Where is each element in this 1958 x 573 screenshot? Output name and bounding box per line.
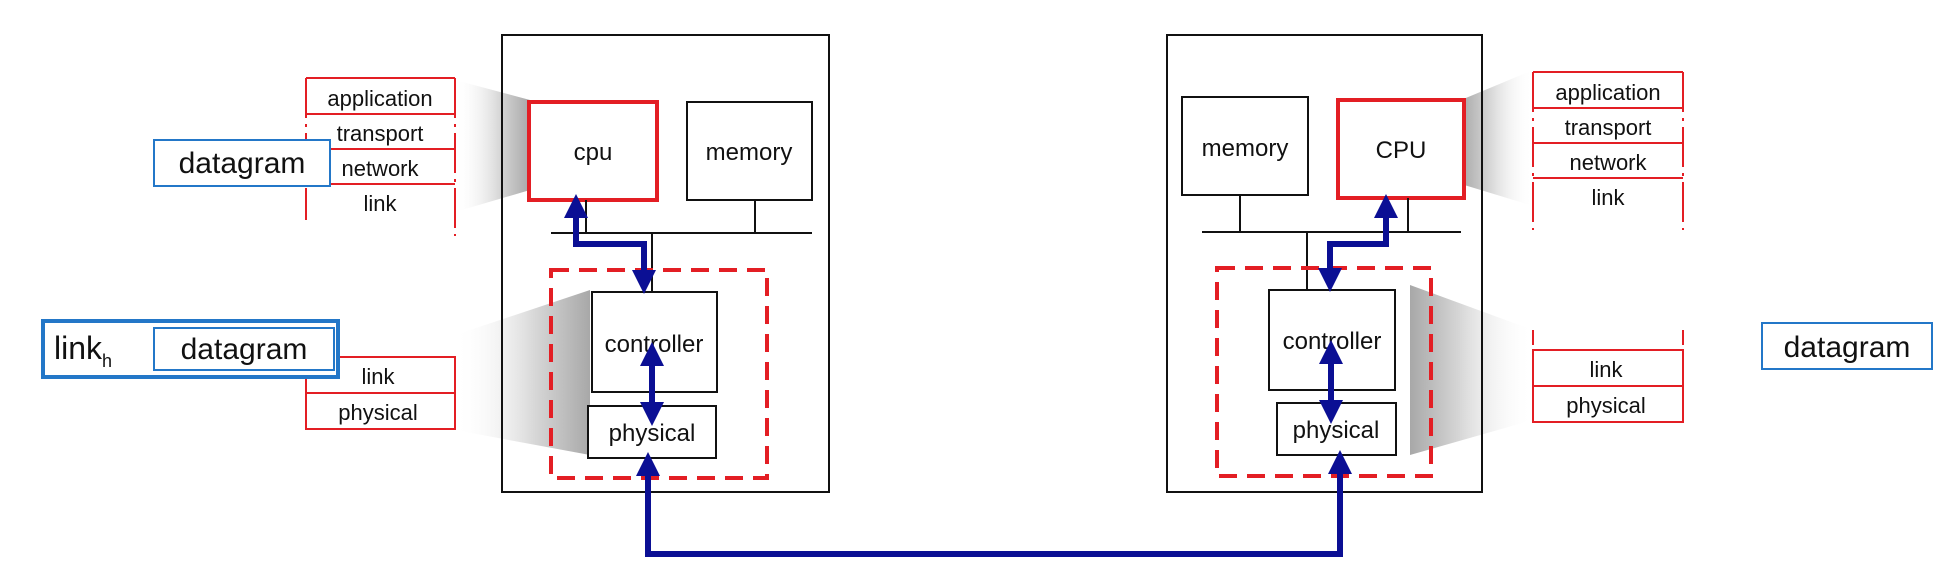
left-stack-transport: transport [337, 121, 424, 146]
right-datagram-box [1761, 322, 1933, 370]
right-host-chassis [1166, 34, 1483, 493]
right-datagram-label: datagram [1784, 331, 1911, 364]
left-cpu-label: cpu [574, 139, 613, 166]
left-upper-stack: application transport network link [305, 77, 456, 236]
left-memory-label: memory [706, 139, 793, 166]
left-cpu-controller-arrow [564, 194, 656, 294]
right-host: memory CPU controller physical applicati… [1166, 34, 1933, 493]
right-upper-projection [1461, 70, 1533, 206]
left-lower-projection [455, 290, 590, 455]
right-cpu-box [1336, 98, 1466, 200]
right-lower-link: link [1589, 357, 1623, 382]
physical-link-arrow [636, 450, 1352, 557]
left-host-chassis [501, 34, 830, 493]
left-lower-stack: link physical [305, 356, 456, 430]
right-nic-boundary [1215, 266, 1433, 478]
right-controller-label: controller [1283, 328, 1382, 355]
left-frame-header: linkh [54, 330, 112, 371]
right-lower-stack: link physical [1532, 330, 1684, 423]
right-cpu-controller-arrow [1318, 194, 1398, 292]
left-datagram-label: datagram [179, 147, 306, 180]
left-physical-label: physical [609, 420, 696, 447]
right-physical-label: physical [1293, 417, 1380, 444]
right-memory-label: memory [1202, 135, 1289, 162]
left-nic-boundary [549, 268, 769, 480]
left-lower-link: link [361, 364, 395, 389]
left-memory-box [686, 101, 813, 201]
left-stack-network: network [341, 156, 419, 181]
left-stack-application: application [327, 86, 432, 111]
right-stack-application: application [1555, 80, 1660, 105]
right-stack-transport: transport [1565, 115, 1652, 140]
left-upper-projection [455, 80, 530, 212]
right-lower-physical: physical [1566, 393, 1645, 418]
left-lower-physical: physical [338, 400, 417, 425]
left-frame: linkh datagram [41, 319, 340, 379]
right-stack-network: network [1569, 150, 1647, 175]
left-controller-label: controller [605, 331, 704, 358]
left-stack-link: link [363, 191, 397, 216]
right-lower-projection [1410, 285, 1533, 455]
right-memory-box [1181, 96, 1309, 196]
right-upper-stack: application transport network link [1532, 71, 1684, 230]
left-datagram-box [153, 139, 331, 187]
left-frame-payload: datagram [181, 333, 308, 366]
left-host: cpu memory controller physical applicati… [41, 34, 830, 493]
right-cpu-label: CPU [1376, 137, 1427, 164]
right-stack-link: link [1591, 185, 1625, 210]
